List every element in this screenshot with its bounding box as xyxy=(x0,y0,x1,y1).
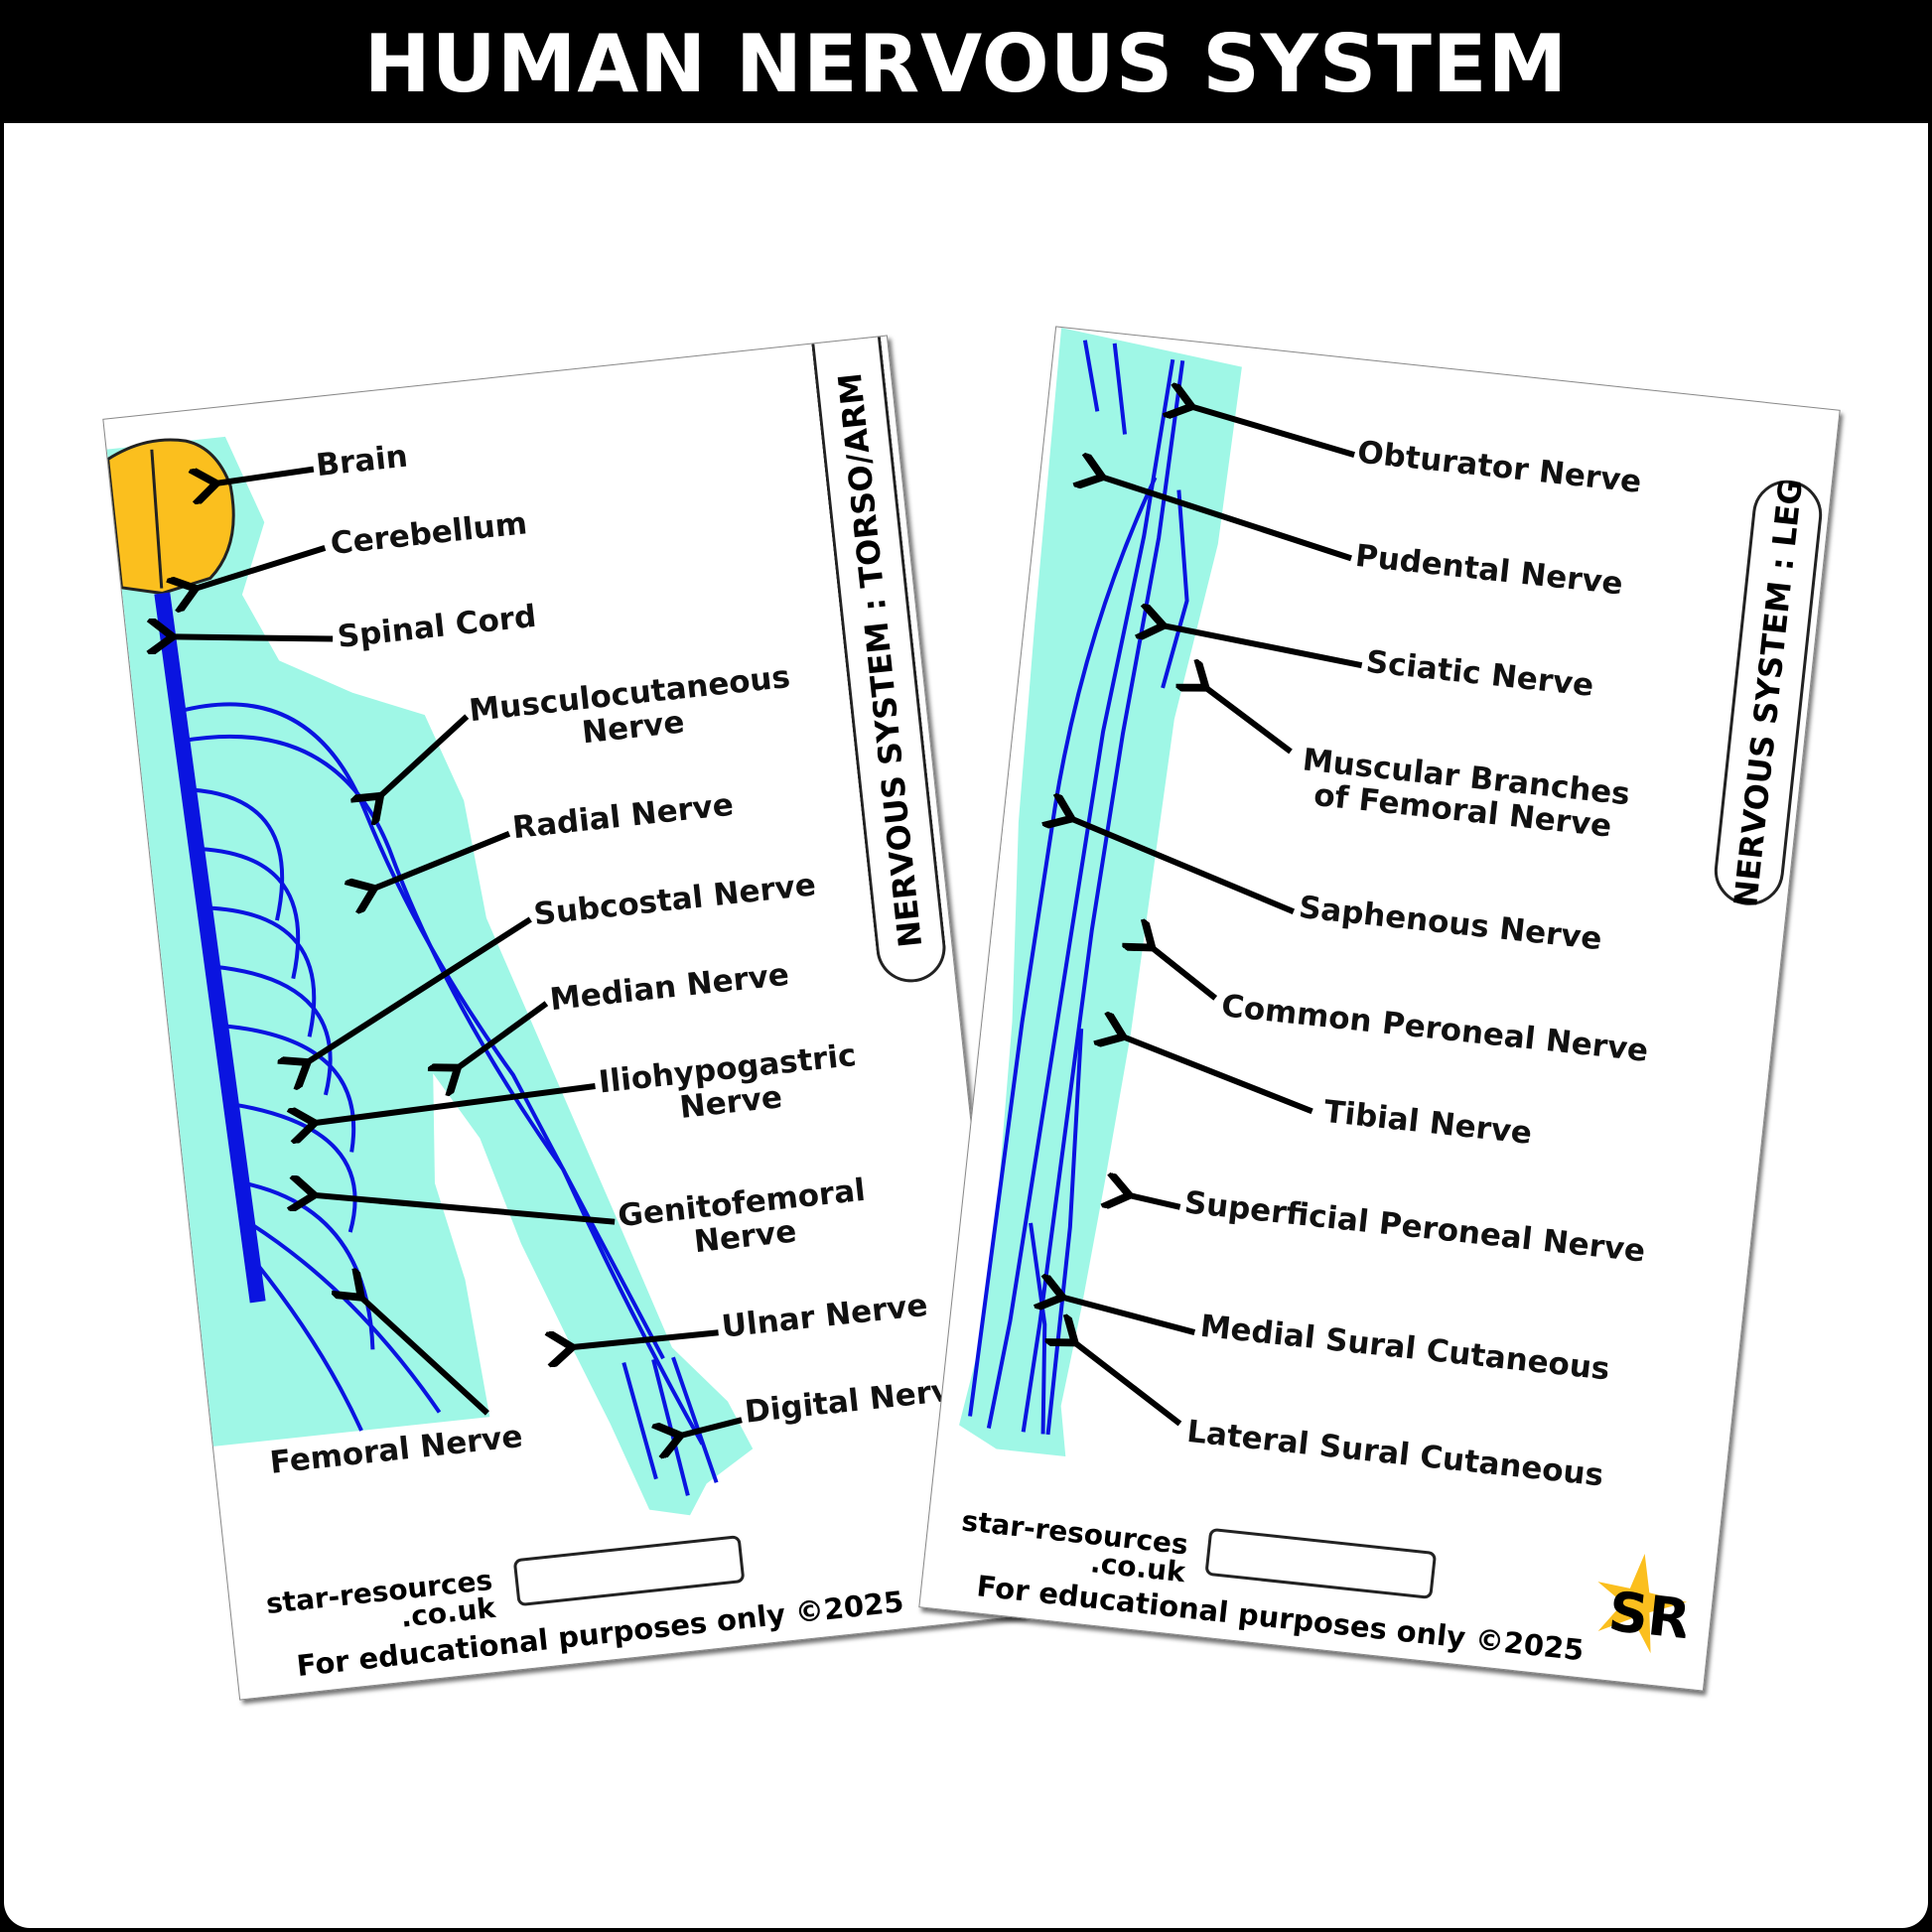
spinal-cord xyxy=(154,592,266,1304)
body-silhouette xyxy=(106,436,754,1516)
logo-text: SR xyxy=(1605,1580,1693,1651)
leg-illustration xyxy=(959,328,1363,1456)
page-title: HUMAN NERVOUS SYSTEM xyxy=(0,0,1932,123)
leg-silhouette xyxy=(959,328,1242,1456)
pointer-arrows xyxy=(997,396,1363,1427)
star-resources-logo: SR xyxy=(1597,1553,1694,1654)
pointer-arrows xyxy=(151,435,743,1482)
torso-arm-illustration xyxy=(106,435,754,1516)
nerves xyxy=(968,340,1189,1436)
leg-card: Obturator Nerve Pudental Nerve Sciatic N… xyxy=(918,326,1841,1692)
torso-arm-card: Brain Cerebellum Spinal Cord Musculocuta… xyxy=(102,335,1025,1701)
nerves xyxy=(179,702,719,1496)
